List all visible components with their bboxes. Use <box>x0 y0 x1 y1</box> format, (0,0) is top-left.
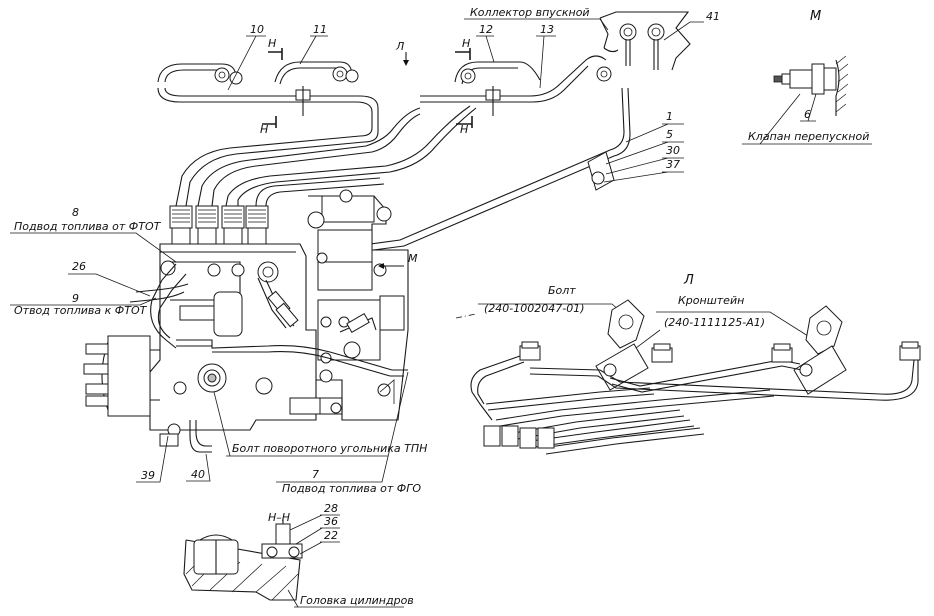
callout-11: 11 <box>313 23 327 36</box>
callout-13: 13 <box>540 23 554 36</box>
callout-8: 8 <box>72 206 79 219</box>
section-h-label-2: Н <box>260 123 268 136</box>
callout-41: 41 <box>706 10 720 23</box>
bracket-label: Кронштейн <box>678 294 744 307</box>
intake-manifold-label: Коллектор впускной <box>470 6 590 19</box>
bracket-code-label: (240-1111125-А1) <box>664 316 765 329</box>
line-nuts-top <box>214 66 612 116</box>
view-arrow-m-label: М <box>408 252 418 265</box>
fuel-injection-pump <box>83 189 409 437</box>
view-l-bracket-right <box>793 305 847 395</box>
view-l-fuel-lines <box>470 355 919 455</box>
bypass-valve-label: Клапан перепускной <box>748 130 869 143</box>
callout-22: 22 <box>324 529 338 542</box>
section-h-label-1: Н <box>268 37 276 50</box>
view-arrow-m: М <box>378 252 418 269</box>
callout-40: 40 <box>191 468 205 481</box>
bolt-label: Болт <box>548 284 576 297</box>
callout-5: 5 <box>666 128 673 141</box>
callout-26: 26 <box>72 260 86 273</box>
section-hh-label: Н–Н <box>268 511 290 524</box>
section-h-label-4: Н <box>460 123 468 136</box>
callout-1: 1 <box>666 110 673 123</box>
fuel-lines-top <box>157 55 607 207</box>
callout-12: 12 <box>479 23 493 36</box>
fuel-supply-ftot-label: Подвод топлива от ФТОТ <box>14 220 162 233</box>
view-arrow-l-label: Л <box>395 40 404 53</box>
view-l-label: Л <box>683 273 694 288</box>
callout-37: 37 <box>666 158 680 171</box>
fuel-return-ftot-label: Отвод топлива к ФТОТ <box>14 304 148 317</box>
callout-7: 7 <box>312 468 319 481</box>
callout-28: 28 <box>324 502 338 515</box>
view-l-nuts <box>483 341 921 449</box>
callout-9: 9 <box>72 292 79 305</box>
view-m-label: М <box>810 9 821 24</box>
callout-39: 39 <box>141 469 155 482</box>
callout-6: 6 <box>804 108 811 121</box>
cylinder-head-label: Головка цилиндров <box>300 594 414 607</box>
bolt-code-label: (240-1002047-01) <box>484 302 585 315</box>
section-h-label-3: Н <box>462 37 470 50</box>
swivel-bolt-label: Болт поворотного угольника ТПН <box>232 442 427 455</box>
fuel-return-tube <box>355 87 631 253</box>
intake-manifold <box>599 11 691 71</box>
view-l-bracket-left <box>595 299 649 391</box>
fuel-supply-fgo-label: Подвод топлива от ФГО <box>282 482 421 495</box>
callout-10: 10 <box>250 23 264 36</box>
callout-36: 36 <box>324 515 338 528</box>
callout-30: 30 <box>666 144 680 157</box>
bypass-valve <box>773 55 849 116</box>
view-arrow-l: Л <box>395 40 409 66</box>
section-hh-cylinder-head <box>183 518 303 601</box>
section-marks-h: Н Н Н Н <box>260 37 473 136</box>
